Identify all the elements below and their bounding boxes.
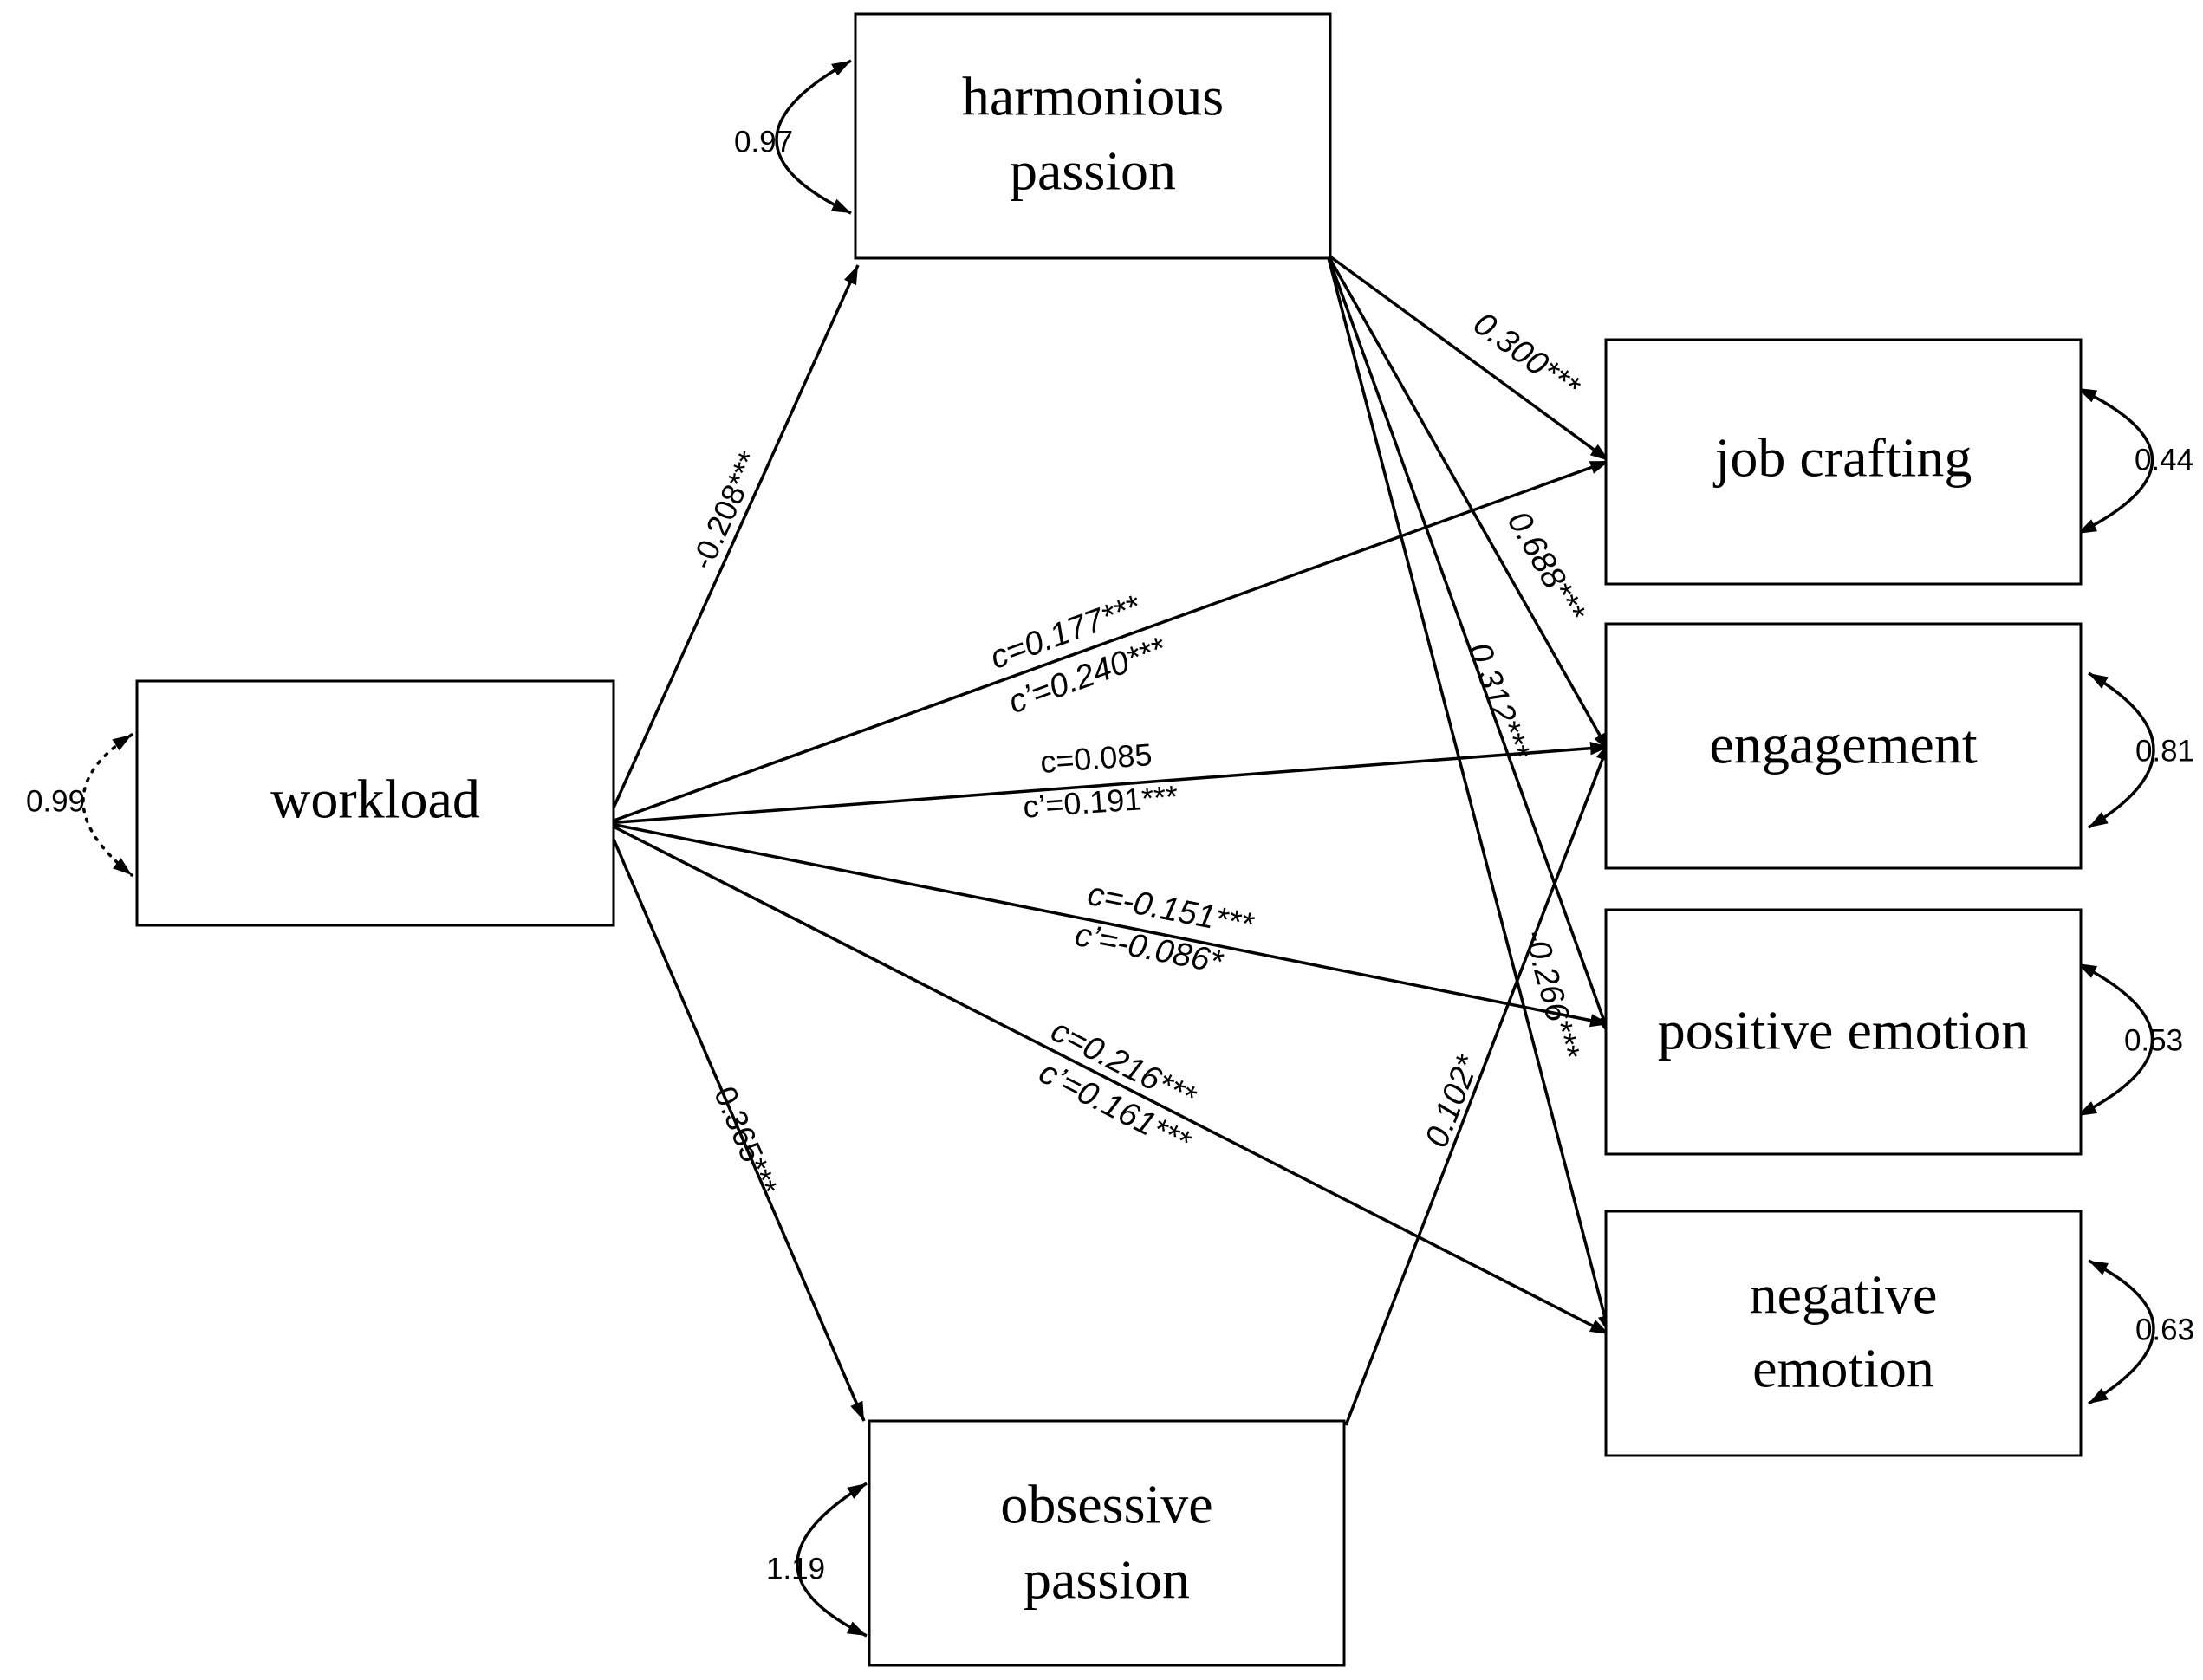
variance-workload: 0.99	[26, 784, 85, 818]
path-workload-obsessive	[605, 822, 866, 1422]
obsessive-variance-arrow	[796, 1482, 868, 1638]
node-engagement: engagement	[1604, 622, 2083, 870]
node-job-crafting: job crafting	[1604, 338, 2083, 586]
workload-variance-arrow	[81, 733, 133, 877]
node-obsessive-passion: obsessive passion	[868, 1419, 1346, 1667]
variance-job-crafting: 0.44	[2135, 443, 2193, 477]
path-workload-job-crafting	[606, 459, 1610, 825]
engagement-variance-arrow	[2088, 671, 2155, 829]
path-obsessive-engagement	[1344, 741, 1611, 1426]
variance-obsessive: 1.19	[766, 1552, 825, 1586]
path-workload-positive-emotion	[606, 821, 1610, 1028]
coef-workload-harmonious: -0.208***	[684, 446, 767, 574]
node-negative-label-line2: emotion	[1752, 1338, 1934, 1399]
path-workload-negative-emotion	[606, 821, 1610, 1336]
node-workload-label: workload	[270, 769, 480, 830]
positive-emotion-variance-arrow	[2076, 962, 2154, 1118]
variance-positive-emotion: 0.53	[2124, 1023, 2183, 1057]
node-positive-emotion: positive emotion	[1604, 908, 2083, 1156]
node-harmonious-label-line1: harmonious	[962, 66, 1224, 127]
path-harmonious-negative-emotion	[1326, 254, 1611, 1335]
negative-emotion-variance-arrow	[2088, 1259, 2155, 1405]
node-obsessive-label-line1: obsessive	[1000, 1474, 1212, 1535]
job-crafting-variance-arrow	[2076, 386, 2154, 535]
node-job-crafting-label: job crafting	[1713, 427, 1972, 489]
coef-workload-engagement-c: c=0.085	[1039, 736, 1153, 780]
node-obsessive-label-line2: passion	[1024, 1549, 1190, 1611]
path-harmonious-job-crafting	[1326, 253, 1611, 463]
node-harmonious-label-line2: passion	[1010, 140, 1176, 202]
node-positive-emotion-label: positive emotion	[1658, 1000, 2029, 1061]
variance-harmonious: 0.97	[734, 125, 793, 159]
harmonious-variance-arrow	[775, 59, 852, 215]
coef-workload-engagement-cprime: c’=0.191***	[1022, 778, 1179, 824]
coef-harmonious-engagement: 0.688***	[1500, 505, 1593, 629]
node-harmonious-passion: harmonious passion	[854, 12, 1332, 260]
variance-engagement: 0.81	[2135, 734, 2194, 768]
coef-workload-obsessive: 0.365***	[707, 1081, 784, 1201]
path-harmonious-positive-emotion	[1326, 254, 1611, 1036]
path-harmonious-engagement	[1326, 254, 1611, 753]
coef-obsessive-engagement: 0.102*	[1419, 1049, 1487, 1152]
coef-harmonious-job-crafting: 0.300***	[1466, 305, 1586, 406]
node-negative-emotion: negative emotion	[1604, 1210, 2083, 1457]
coef-harmonious-positive-emotion: 0.312***	[1460, 639, 1537, 766]
path-workload-harmonious	[605, 264, 860, 824]
node-negative-label-line1: negative	[1750, 1264, 1938, 1326]
node-workload: workload	[135, 679, 615, 927]
variance-negative-emotion: 0.63	[2135, 1313, 2194, 1346]
node-engagement-label: engagement	[1709, 714, 1977, 775]
path-workload-engagement	[606, 741, 1610, 825]
